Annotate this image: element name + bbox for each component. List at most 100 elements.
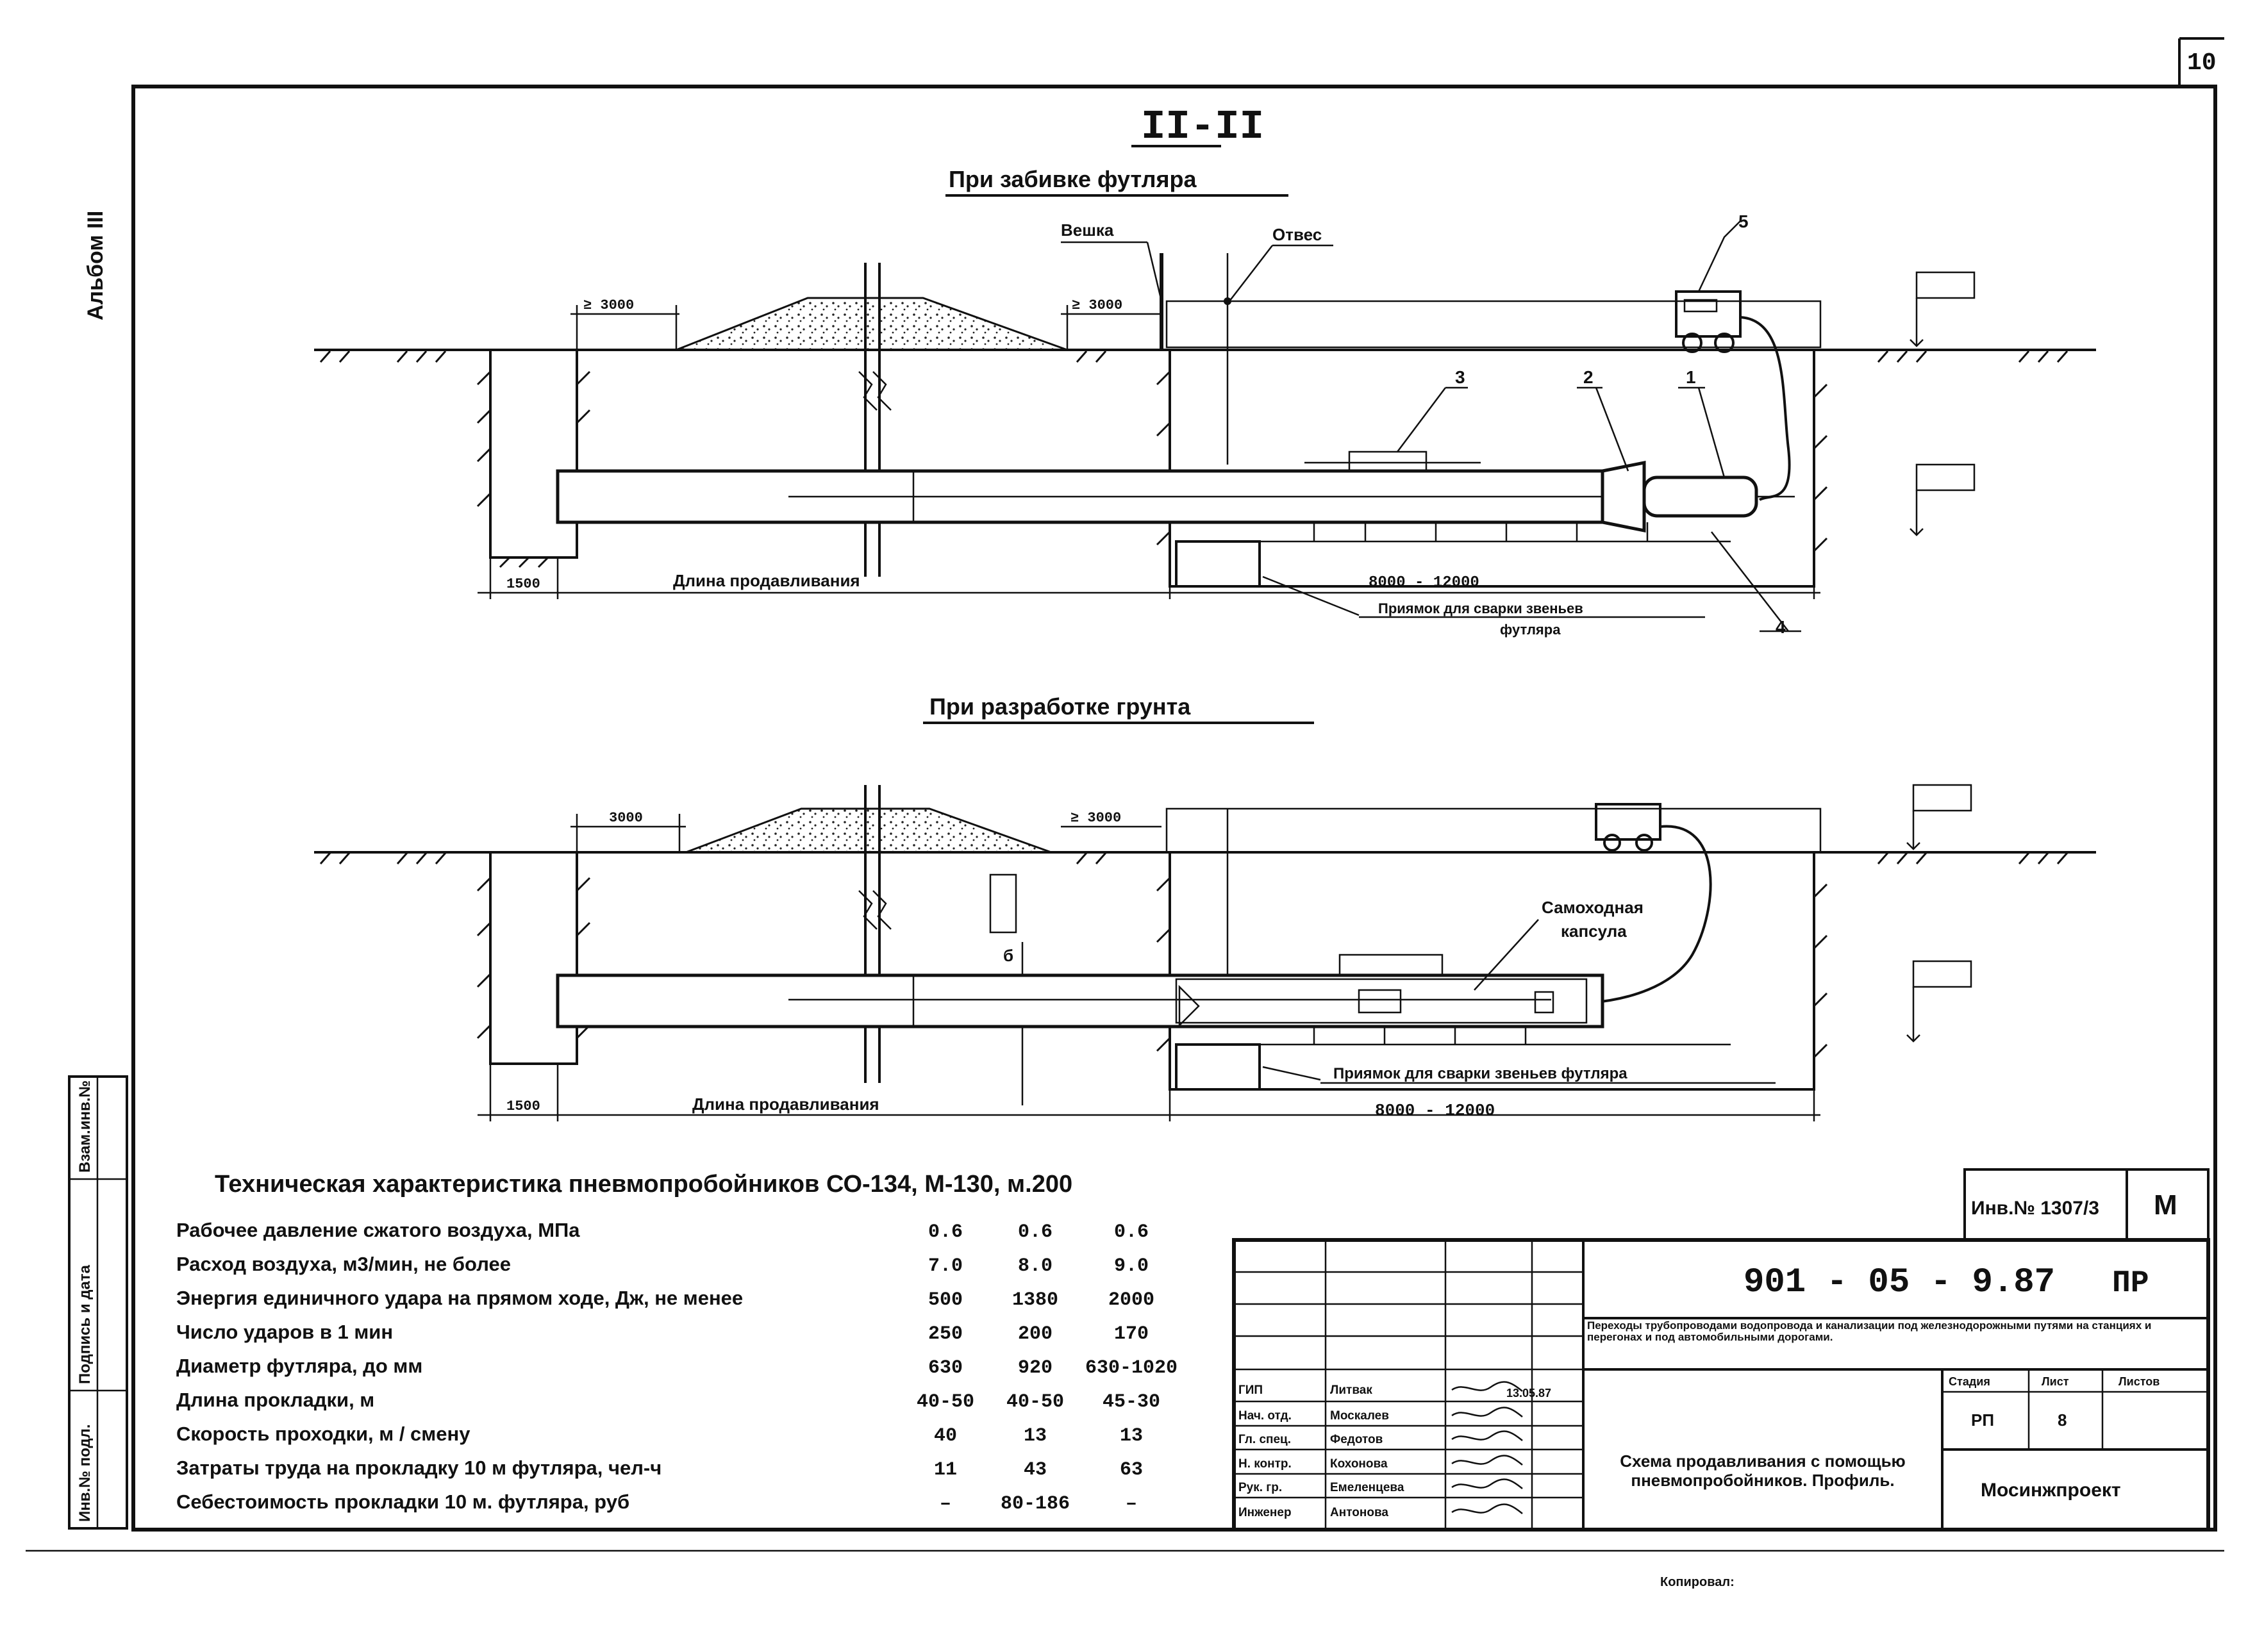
spoil-pile-top xyxy=(676,297,1068,351)
callout-5: 5 xyxy=(1738,211,1749,231)
sidebar-replace-cell: Взам.инв.№ xyxy=(76,1080,94,1173)
spec-value-1: 40 xyxy=(934,1425,957,1447)
spec-value-2: 200 xyxy=(1018,1323,1053,1345)
bottom-range: 8000 - 12000 xyxy=(1375,1101,1495,1120)
spec-label: Энергия единичного удара на прямом ходе,… xyxy=(176,1287,743,1309)
project-code-suffix: ПР xyxy=(2112,1266,2149,1301)
sign-date: 13.05.87 xyxy=(1506,1387,1551,1400)
top-dim-left: ≥ 3000 xyxy=(583,297,634,313)
spec-label: Скорость проходки, м / смену xyxy=(176,1423,470,1445)
left-sidebar-stamp: Инв.№ подл. Подпись и дата Взам.инв.№ xyxy=(68,1075,128,1530)
top-length-label: Длина продавливания xyxy=(673,571,860,590)
label-otves: Отвес xyxy=(1272,225,1322,244)
spec-value-1: 500 xyxy=(928,1289,963,1311)
spoil-pile-bottom xyxy=(685,807,1052,854)
spec-value-1: 11 xyxy=(934,1459,957,1481)
sheet-header: Лист xyxy=(2042,1375,2069,1388)
inventory-letter: М xyxy=(2154,1189,2177,1221)
stamp-name: Кохонова xyxy=(1330,1457,1388,1471)
callout-3: 3 xyxy=(1455,367,1465,387)
capsule-label-2: капсула xyxy=(1561,921,1627,941)
signature-mark xyxy=(1451,1503,1523,1514)
inventory-number: Инв.№ 1307/3 xyxy=(1971,1198,2099,1219)
sheets-header: Листов xyxy=(2118,1375,2160,1388)
stamp-role: ГИП xyxy=(1238,1384,1263,1397)
level-marks-bottom xyxy=(1906,784,1972,1043)
stamp-role: Нач. отд. xyxy=(1238,1409,1292,1423)
bottom-dim-left: 3000 xyxy=(609,810,643,826)
top-pit-label-2: футляра xyxy=(1500,622,1561,638)
bottom-pit-label: Приямок для сварки звеньев футляра xyxy=(1333,1065,1627,1082)
stamp-name: Москалев xyxy=(1330,1409,1389,1423)
album-label: Альбом III xyxy=(83,211,108,320)
compressor-bottom xyxy=(1595,803,1661,852)
organization: Мосинжпроект xyxy=(1981,1480,2121,1501)
spec-value-3: – xyxy=(1126,1493,1137,1515)
stamp-name: Литвак xyxy=(1330,1384,1372,1397)
sheet-value: 8 xyxy=(2058,1410,2067,1430)
spec-value-2: 80-186 xyxy=(1001,1493,1070,1515)
spec-label: Число ударов в 1 мин xyxy=(176,1321,393,1343)
spec-label: Расход воздуха, м3/мин, не более xyxy=(176,1253,511,1275)
stamp-name: Емеленцева xyxy=(1330,1481,1404,1494)
spec-value-3: 630-1020 xyxy=(1085,1357,1178,1379)
capsule-label-1: Самоходная xyxy=(1542,898,1644,917)
callout-2: 2 xyxy=(1583,367,1594,387)
stage-header: Стадия xyxy=(1949,1375,1990,1388)
ground-hatch-top xyxy=(319,351,2068,363)
spec-value-2: 8.0 xyxy=(1018,1255,1053,1277)
spec-value-3: 0.6 xyxy=(1114,1221,1149,1243)
callout-1: 1 xyxy=(1686,367,1696,387)
sheet-title: Схема продавливания с помощью пневмопроб… xyxy=(1620,1451,1906,1490)
spec-value-1: 250 xyxy=(928,1323,963,1345)
compressor-top xyxy=(1675,290,1742,353)
bottom-dim-1500: 1500 xyxy=(506,1098,540,1114)
signature-mark xyxy=(1451,1407,1523,1417)
level-marks-top xyxy=(1910,271,1976,536)
stamp-role: Гл. спец. xyxy=(1238,1433,1291,1446)
section-title: II-II xyxy=(1141,104,1264,151)
bottom-subtitle: При разработке грунта xyxy=(929,693,1191,720)
sheet-number: 10 xyxy=(2187,49,2217,77)
bottom-view: При разработке грунта б xyxy=(314,693,2096,1121)
spec-value-3: 2000 xyxy=(1108,1289,1154,1311)
sheet-number-box: 10 xyxy=(2178,37,2224,87)
bottom-dim-right: ≥ 3000 xyxy=(1070,810,1121,826)
copied-by: Копировал: xyxy=(1660,1575,1735,1589)
spec-value-1: 630 xyxy=(928,1357,963,1379)
top-range: 8000 - 12000 xyxy=(1369,574,1479,591)
signature-mark xyxy=(1451,1478,1523,1489)
stamp-name: Федотов xyxy=(1330,1433,1383,1446)
sidebar-inv-cell: Инв.№ подл. xyxy=(76,1424,94,1522)
spec-value-3: 9.0 xyxy=(1114,1255,1149,1277)
top-pit-label-1: Приямок для сварки звеньев xyxy=(1378,600,1583,616)
spec-value-2: 1380 xyxy=(1012,1289,1058,1311)
casing-pipe-bottom xyxy=(556,973,1604,1028)
spec-value-3: 63 xyxy=(1120,1459,1143,1481)
specs-table: Техническая характеристика пневмопробойн… xyxy=(176,1171,1178,1515)
bottom-length-label: Длина продавливания xyxy=(692,1094,879,1114)
stamp-role: Инженер xyxy=(1238,1506,1292,1519)
callout-4: 4 xyxy=(1776,617,1786,637)
spec-value-3: 13 xyxy=(1120,1425,1143,1447)
top-subtitle: При забивке футляра xyxy=(949,166,1197,192)
spec-value-1: 7.0 xyxy=(928,1255,963,1277)
spec-label: Длина прокладки, м xyxy=(176,1389,374,1411)
spec-value-2: 43 xyxy=(1024,1459,1047,1481)
top-view: При забивке футляра xyxy=(314,166,2096,638)
signature-mark xyxy=(1451,1430,1523,1441)
spec-value-2: 0.6 xyxy=(1018,1221,1053,1243)
spec-label: Затраты труда на прокладку 10 м футляра,… xyxy=(176,1457,662,1479)
specs-title: Техническая характеристика пневмопробойн… xyxy=(215,1171,1072,1198)
self-propelled-capsule xyxy=(1175,978,1588,1024)
spec-value-2: 920 xyxy=(1018,1357,1053,1379)
stamp-name: Антонова xyxy=(1330,1506,1388,1519)
spec-value-1: 40-50 xyxy=(917,1391,974,1413)
spec-value-3: 170 xyxy=(1114,1323,1149,1345)
stamp-role: Н. контр. xyxy=(1238,1457,1292,1471)
stamp-role: Рук. гр. xyxy=(1238,1481,1282,1494)
sidebar-sign-cell: Подпись и дата xyxy=(76,1264,94,1384)
spec-label: Рабочее давление сжатого воздуха, МПа xyxy=(176,1219,580,1241)
